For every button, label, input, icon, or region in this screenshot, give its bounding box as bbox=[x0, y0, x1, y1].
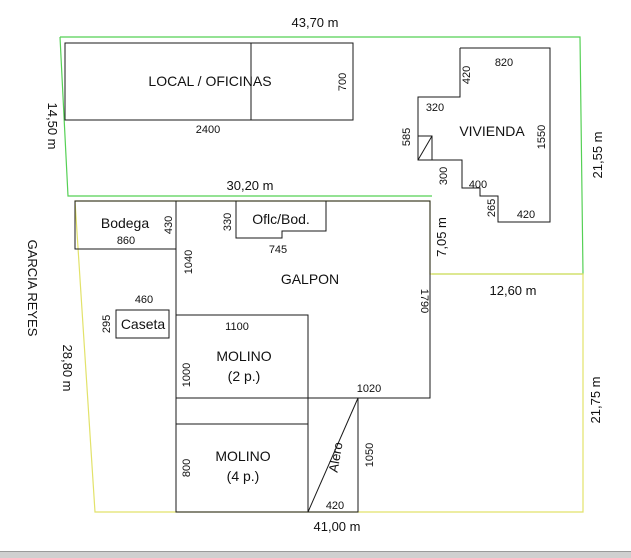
vivienda-name: VIVIENDA bbox=[459, 123, 525, 139]
dim-step-v: 7,05 m bbox=[434, 217, 449, 257]
galpon-height-left: 1040 bbox=[183, 250, 195, 274]
ofic-bod-room bbox=[235, 201, 327, 239]
molino-2p-name: MOLINO bbox=[216, 348, 271, 364]
dim-left-upper: 14,50 m bbox=[45, 103, 60, 150]
molino-2p-width: 1100 bbox=[225, 321, 249, 333]
ofic-bod-height: 330 bbox=[222, 213, 234, 231]
molino-4p-sub: (4 p.) bbox=[227, 468, 260, 484]
alero-diagonal bbox=[307, 397, 359, 513]
local-oficinas-name: LOCAL / OFICINAS bbox=[148, 73, 271, 89]
molino-2p-height: 1000 bbox=[181, 363, 193, 387]
galpon-name: GALPON bbox=[281, 271, 339, 287]
caseta-height: 295 bbox=[101, 315, 113, 333]
caseta-room bbox=[115, 309, 170, 339]
dim-left-lower: 28,80 m bbox=[60, 345, 75, 392]
dim-right-upper: 21,55 m bbox=[590, 132, 605, 179]
local-oficinas-width: 2400 bbox=[196, 124, 220, 136]
bodega-width: 860 bbox=[117, 235, 135, 247]
alero-name: Alero bbox=[326, 441, 346, 474]
vivienda-dim-265: 265 bbox=[486, 199, 498, 217]
vivienda-stair-diagonal bbox=[417, 135, 433, 161]
window-bottom-frame bbox=[0, 551, 631, 558]
molino-4p-room bbox=[175, 423, 309, 513]
molino-4p-height: 800 bbox=[181, 459, 193, 477]
alero-outline bbox=[308, 397, 359, 513]
alero-top: 1020 bbox=[357, 383, 381, 395]
vivienda-dim-400: 400 bbox=[469, 179, 487, 191]
vivienda-dim-420a: 420 bbox=[461, 66, 473, 84]
caseta-name: Caseta bbox=[121, 316, 166, 332]
molino-4p-name: MOLINO bbox=[215, 448, 270, 464]
ofic-bod-width: 745 bbox=[269, 244, 287, 256]
bodega-height: 430 bbox=[163, 216, 175, 234]
local-oficinas-height: 700 bbox=[337, 73, 349, 91]
alero-width: 420 bbox=[326, 500, 344, 512]
ofic-bod-name: Oflc/Bod. bbox=[252, 211, 310, 227]
upper-lot-boundary bbox=[60, 36, 584, 275]
molino-2p-sub: (2 p.) bbox=[228, 368, 261, 384]
bodega-name: Bodega bbox=[101, 215, 149, 231]
dim-step-h: 12,60 m bbox=[490, 283, 537, 298]
vivienda-outline bbox=[417, 47, 551, 223]
vivienda-dim-585: 585 bbox=[401, 128, 413, 146]
bodega-room bbox=[74, 200, 177, 250]
vivienda-stair-box bbox=[417, 135, 433, 161]
street-name: GARCIA REYES bbox=[25, 240, 40, 337]
vivienda-dim-1550: 1550 bbox=[536, 125, 548, 149]
dim-top: 43,70 m bbox=[292, 15, 339, 30]
local-oficinas-building bbox=[64, 42, 354, 121]
dim-bottom: 41,00 m bbox=[314, 519, 361, 534]
dim-right-lower: 21,75 m bbox=[588, 377, 603, 424]
upper-lot-left-boundary bbox=[59, 36, 432, 197]
galpon-building bbox=[175, 200, 431, 399]
vivienda-dim-420b: 420 bbox=[517, 209, 535, 221]
alero-height: 1050 bbox=[364, 443, 376, 467]
vivienda-dim-820: 820 bbox=[495, 57, 513, 69]
vivienda-dim-320: 320 bbox=[426, 102, 444, 114]
dim-mid: 30,20 m bbox=[227, 178, 274, 193]
vivienda-dim-300: 300 bbox=[438, 167, 450, 185]
galpon-height-right: 1790 bbox=[418, 289, 430, 313]
caseta-width: 460 bbox=[135, 294, 153, 306]
